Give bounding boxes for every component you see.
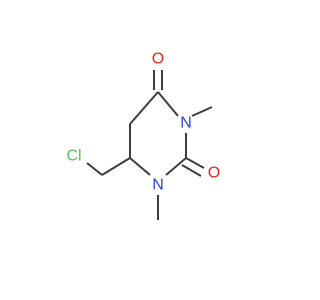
bond-c6-n1 <box>129 157 151 176</box>
atom-chlorine: Cl <box>66 148 81 165</box>
atom-n3: N <box>180 115 192 132</box>
bond-n3-methyl <box>191 106 213 117</box>
bond-c6-ch2 <box>101 157 131 176</box>
background <box>0 0 300 300</box>
atom-labels: Cl N N O O <box>66 51 220 194</box>
bond-n3-c4 <box>157 91 179 117</box>
bond-n1-c2 <box>165 157 187 176</box>
molecule-diagram: Cl N N O O <box>0 0 300 300</box>
bonds <box>86 70 213 220</box>
bond-c2-o2-a <box>185 157 205 169</box>
atom-n1: N <box>152 177 164 194</box>
atom-o2: O <box>208 165 220 182</box>
bond-c2-o2-b <box>181 164 202 177</box>
bond-c4-c5 <box>129 91 159 125</box>
atom-o4: O <box>152 51 164 68</box>
bond-ch2-cl <box>86 162 103 176</box>
